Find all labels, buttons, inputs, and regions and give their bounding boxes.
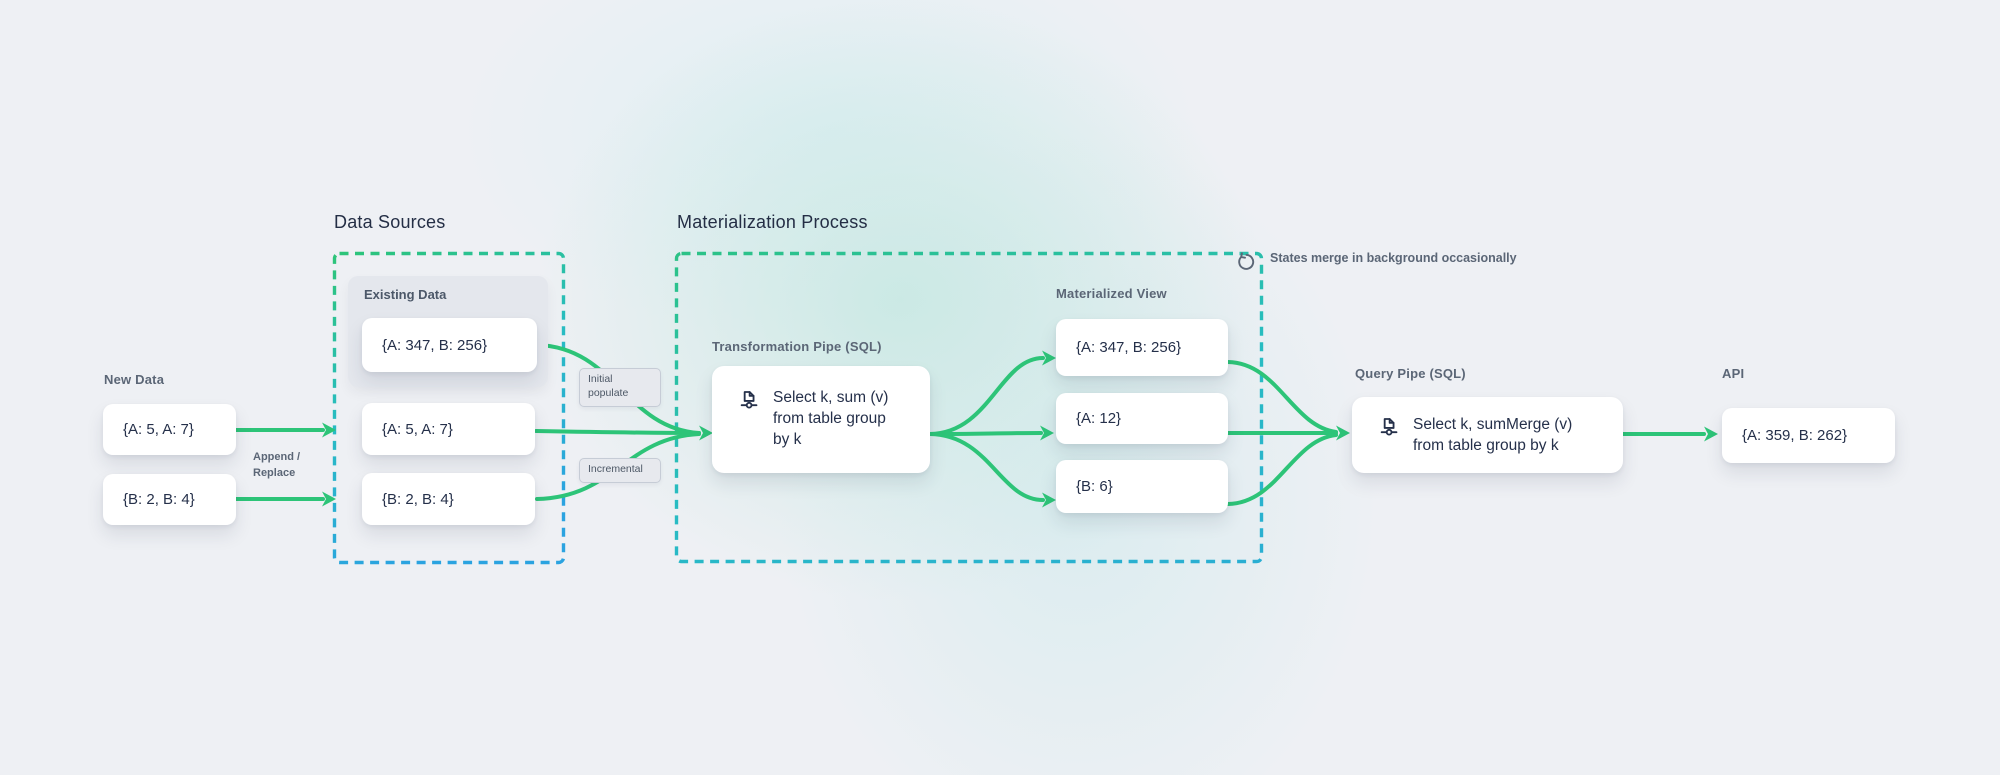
existing-data-label: Existing Data — [364, 287, 447, 302]
append-replace-label: Append / Replace — [253, 451, 301, 479]
new-data-label: New Data — [104, 372, 165, 387]
states-merge-note: States merge in background occasionally — [1270, 251, 1517, 265]
new-data-card-1: {A: 5, A: 7} — [103, 404, 236, 455]
existing-data-card-3: {B: 2, B: 4} — [362, 473, 535, 525]
new-data-value-2: {B: 2, B: 4} — [123, 491, 195, 508]
materialized-view-card-3: {B: 6} — [1056, 460, 1228, 513]
existing-data-value-1: {A: 347, B: 256} — [382, 336, 488, 354]
refresh-icon — [1238, 252, 1255, 270]
materialization-dashed-border — [674, 251, 1264, 564]
fanin-bottom — [1226, 433, 1338, 506]
incremental-chip: Incremental — [579, 458, 661, 483]
sql-pipe-icon — [1380, 418, 1398, 436]
query-pipe-card: Select k, sumMerge (v) from table group … — [1352, 397, 1623, 473]
api-value: {A: 359, B: 262} — [1742, 427, 1848, 444]
initial-populate-chip: Initial populate — [579, 368, 661, 407]
materialization-title: Materialization Process — [677, 212, 868, 232]
fanout-middle — [928, 431, 1043, 436]
fanin-top — [1226, 360, 1338, 434]
fanout-top — [928, 356, 1045, 436]
sql-pipe-icon — [740, 391, 758, 409]
materialized-view-value-2: {A: 12} — [1076, 410, 1122, 427]
data-sources-dashed-border — [332, 251, 566, 565]
transformation-pipe-label: Transformation Pipe (SQL) — [712, 339, 882, 354]
transformation-sql-text: Select k, sum (v) from table group by k — [773, 389, 889, 448]
query-sql-text: Select k, sumMerge (v) from table group … — [1413, 416, 1573, 454]
materialized-view-value-1: {A: 347, B: 256} — [1076, 339, 1182, 356]
new-data-value-1: {A: 5, A: 7} — [123, 421, 194, 438]
data-sources-title: Data Sources — [334, 212, 446, 232]
line-source-middle — [534, 429, 701, 435]
api-label: API — [1722, 366, 1745, 381]
materialized-view-card-1: {A: 347, B: 256} — [1056, 319, 1228, 376]
api-card: {A: 359, B: 262} — [1722, 408, 1895, 463]
existing-data-card-2: {A: 5, A: 7} — [362, 403, 535, 455]
existing-data-card-1: {A: 347, B: 256} — [362, 318, 537, 372]
materialized-view-value-3: {B: 6} — [1076, 478, 1113, 495]
arrow-heads — [322, 350, 1718, 508]
existing-data-value-2: {A: 5, A: 7} — [382, 420, 453, 438]
query-pipe-label: Query Pipe (SQL) — [1355, 366, 1466, 381]
new-data-card-2: {B: 2, B: 4} — [103, 474, 236, 525]
existing-data-value-3: {B: 2, B: 4} — [382, 490, 454, 508]
materialized-view-card-2: {A: 12} — [1056, 393, 1228, 444]
transformation-pipe-card: Select k, sum (v) from table group by k — [712, 366, 930, 473]
materialized-view-label: Materialized View — [1056, 286, 1167, 301]
fanout-bottom — [928, 432, 1045, 502]
